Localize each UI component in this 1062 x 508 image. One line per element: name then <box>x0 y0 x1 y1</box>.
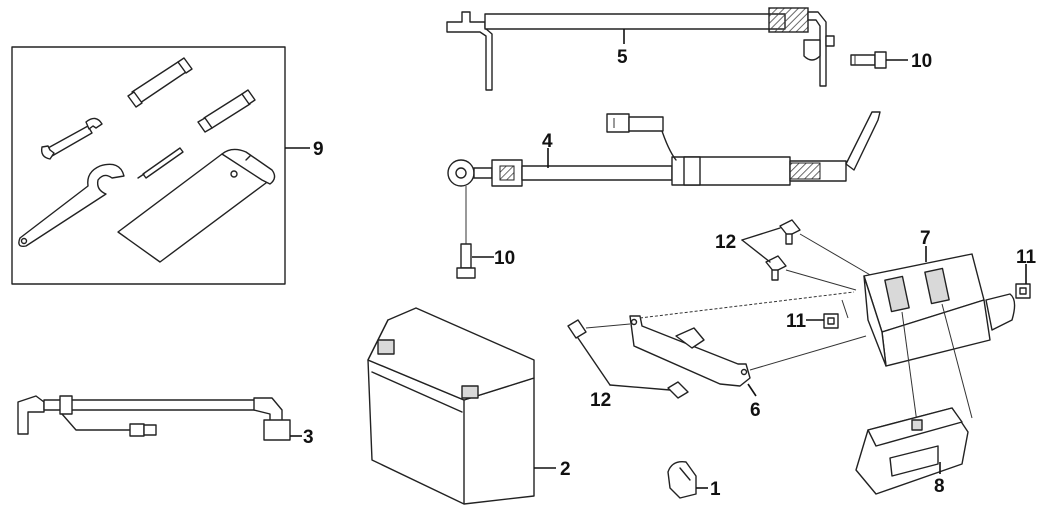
plug-socket-tube-2 <box>197 89 256 133</box>
clip-nut-11-right <box>1015 283 1031 299</box>
callout-9: 9 <box>313 139 324 160</box>
tool-pouch <box>117 148 276 263</box>
callout-11-right: 11 <box>1016 247 1037 268</box>
callout-11-left: 11 <box>786 311 807 332</box>
screw-12-lower <box>667 381 689 399</box>
bolt-10-top <box>850 51 887 69</box>
fuse-box-holder <box>863 253 1016 367</box>
clip-nut-11-left <box>823 313 839 329</box>
callout-2: 2 <box>560 459 571 480</box>
battery <box>367 307 535 505</box>
screw-12-top-b <box>765 255 787 281</box>
open-end-wrench <box>40 117 103 160</box>
tool-kit-frame <box>11 46 286 285</box>
callout-8: 8 <box>934 476 945 497</box>
battery-bracket-rod <box>446 7 835 91</box>
battery-mounting-plate <box>629 315 751 387</box>
callout-10-bottom: 10 <box>494 248 515 269</box>
callout-6: 6 <box>750 400 761 421</box>
callout-1: 1 <box>710 479 721 500</box>
callout-7: 7 <box>920 228 931 249</box>
terminal-cover <box>667 461 697 499</box>
callout-4: 4 <box>542 131 553 152</box>
callout-10-top: 10 <box>911 51 932 72</box>
screw-12-top-a <box>779 219 801 245</box>
wire-harness <box>17 395 291 441</box>
callout-12-top: 12 <box>715 232 736 253</box>
battery-cable <box>447 111 881 187</box>
screwdriver <box>137 147 184 179</box>
callout-3: 3 <box>303 427 314 448</box>
callout-5: 5 <box>617 47 628 68</box>
tool-kit-group <box>11 46 286 285</box>
screw-12-left <box>567 319 631 339</box>
plug-socket-tube-1 <box>127 57 193 108</box>
bolt-10-bottom <box>456 243 476 279</box>
hook-spanner <box>18 163 125 248</box>
callout-12-lower: 12 <box>590 390 611 411</box>
fuse-box-cover <box>855 407 969 495</box>
